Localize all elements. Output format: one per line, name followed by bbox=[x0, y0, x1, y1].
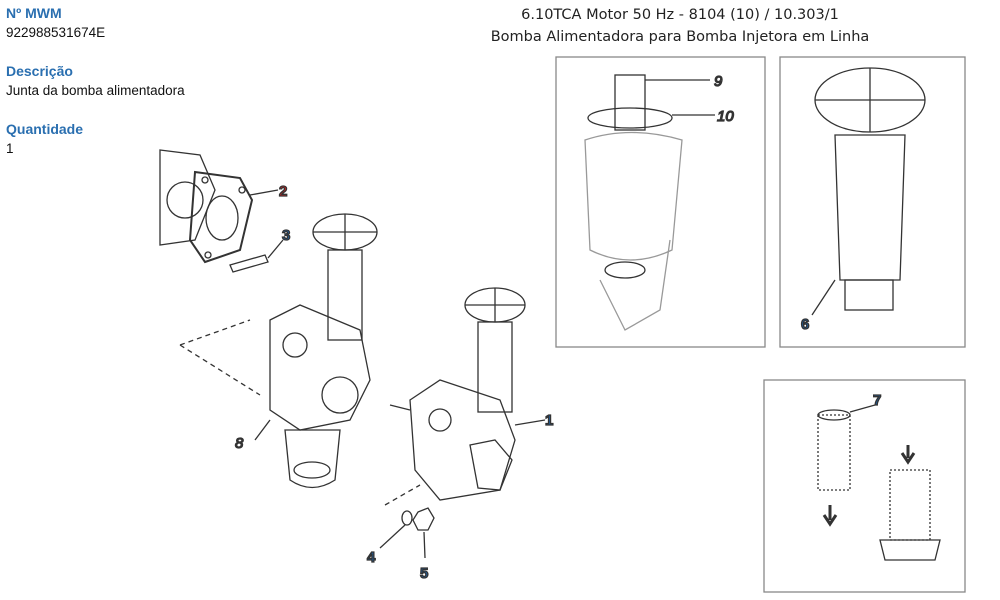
detail-box-strainer bbox=[763, 379, 966, 593]
diagram-title: 6.10TCA Motor 50 Hz - 8104 (10) / 10.303… bbox=[440, 4, 920, 48]
diagram-title-line2: Bomba Alimentadora para Bomba Injetora e… bbox=[490, 29, 870, 45]
quantity-label: Quantidade bbox=[6, 121, 84, 137]
engine-flange bbox=[159, 149, 216, 246]
detail-box-primer bbox=[779, 56, 966, 348]
callout-4[interactable]: 4 bbox=[366, 548, 376, 566]
strainer-part-7[interactable] bbox=[817, 404, 941, 561]
gasket-part-2[interactable] bbox=[188, 170, 254, 264]
description-value: Junta da bomba alimentadora bbox=[6, 83, 185, 98]
callout-3[interactable]: 3 bbox=[281, 226, 291, 244]
callout-9[interactable]: 9 bbox=[713, 72, 723, 90]
part-number-label: Nº MWM bbox=[6, 5, 62, 21]
nut-part-5[interactable] bbox=[412, 507, 435, 531]
callout-6[interactable]: 6 bbox=[800, 315, 810, 333]
callout-1[interactable]: 1 bbox=[544, 411, 554, 429]
washer-part-4[interactable] bbox=[401, 510, 413, 526]
detail-box-filter bbox=[555, 56, 766, 348]
callout-7[interactable]: 7 bbox=[872, 391, 882, 409]
filter-bowl-detail bbox=[584, 74, 715, 331]
callout-10[interactable]: 10 bbox=[716, 107, 735, 125]
description-label: Descrição bbox=[6, 63, 73, 79]
callout-2[interactable]: 2 bbox=[278, 182, 288, 200]
part-number-value: 922988531674E bbox=[6, 25, 106, 40]
part-info-panel: Nº MWM 922988531674E Descrição Junta da … bbox=[6, 4, 226, 178]
callout-8[interactable]: 8 bbox=[234, 434, 244, 452]
pump-assembly-left bbox=[179, 213, 378, 489]
stud-part-3[interactable] bbox=[229, 239, 284, 273]
diagram-title-line1: 6.10TCA Motor 50 Hz - 8104 (10) / 10.303… bbox=[521, 7, 839, 23]
hand-primer-part-6[interactable] bbox=[811, 67, 926, 316]
callout-5[interactable]: 5 bbox=[419, 564, 429, 582]
quantity-value: 1 bbox=[6, 141, 14, 156]
pump-part-1[interactable] bbox=[389, 287, 546, 501]
